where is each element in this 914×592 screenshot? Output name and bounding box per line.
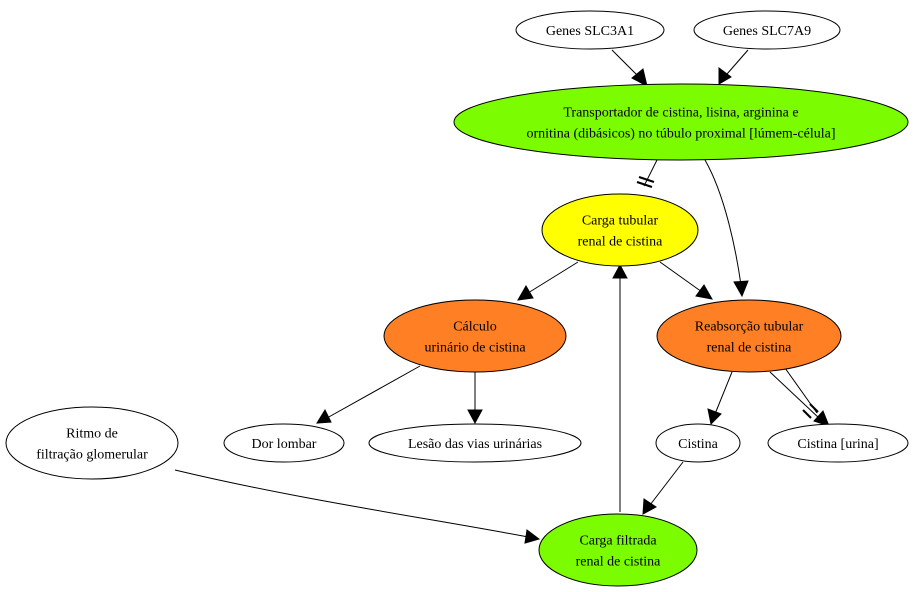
edge-calculo-to-lesao-activates	[467, 372, 483, 425]
node-ellipse	[538, 513, 698, 587]
node-reabsorcao: Reabsorção tubular renal de cistina	[656, 299, 842, 373]
node-ellipse	[656, 299, 842, 373]
node-label: Lesão das vias urinárias	[408, 437, 542, 452]
node-label: renal de cistina	[578, 235, 664, 250]
arrowhead-icon	[467, 409, 483, 425]
node-label: Cálculo	[453, 320, 497, 335]
node-label: renal de cistina	[707, 341, 793, 356]
node-label: Cistina	[678, 437, 718, 452]
edge-reabsorcao-to-cistina-urina-activates	[769, 371, 830, 427]
arrowhead-icon	[733, 280, 749, 298]
node-label: Cistina [urina]	[797, 437, 878, 452]
inhibition-mark-icon	[802, 403, 819, 419]
edge-carga-tubular-to-calculo-activates	[517, 261, 579, 301]
node-ellipse	[541, 193, 699, 267]
node-genes-slc3a1: Genes SLC3A1	[515, 10, 665, 50]
arrowhead-icon	[524, 529, 541, 544]
node-ellipse	[368, 423, 582, 463]
node-ellipse	[383, 299, 567, 373]
edge-reabsorcao-to-cistina-urina-inhibits	[784, 367, 819, 419]
node-carga-tubular: Carga tubular renal de cistina	[541, 193, 699, 267]
node-ellipse	[223, 423, 345, 463]
edge-line	[611, 49, 641, 79]
node-calculo: Cálculo urinário de cistina	[383, 299, 567, 373]
edge-transportador-to-reabsorcao-activates	[704, 159, 749, 298]
edge-line	[714, 371, 733, 415]
edge-line	[174, 469, 529, 538]
edge-line	[726, 49, 749, 75]
node-label: Reabsorção tubular	[695, 320, 804, 335]
arrowhead-icon	[642, 498, 657, 515]
edge-line	[643, 159, 658, 187]
arrowhead-icon	[813, 410, 830, 427]
arrowhead-icon	[695, 284, 713, 300]
arrowhead-icon	[631, 68, 648, 87]
edge-line	[659, 261, 703, 293]
node-label: Carga filtrada	[579, 534, 657, 549]
node-label: Carga tubular	[582, 214, 659, 229]
arrowhead-icon	[517, 285, 534, 301]
node-ellipse	[693, 10, 841, 50]
node-label: Genes SLC3A1	[546, 24, 634, 39]
node-label: filtração glomerular	[36, 448, 148, 463]
edge-carga-tubular-to-reabsorcao-activates	[659, 261, 713, 300]
node-genes-slc7a9: Genes SLC7A9	[693, 10, 841, 50]
arrowhead-icon	[612, 263, 628, 279]
node-ellipse	[453, 83, 909, 161]
node-label: renal de cistina	[576, 555, 662, 570]
node-carga-filtrada: Carga filtrada renal de cistina	[538, 513, 698, 587]
node-lesao: Lesão das vias urinárias	[368, 423, 582, 463]
edge-line	[649, 461, 684, 506]
edge-carga-filtrada-to-carga-tubular-activates	[612, 263, 628, 512]
node-transportador: Transportador de cistina, lisina, argini…	[453, 83, 909, 161]
node-label: Genes SLC7A9	[723, 24, 811, 39]
node-label: Ritmo de	[66, 427, 118, 442]
edge-transportador-to-carga-tubular-inhibits	[636, 159, 658, 188]
node-dor-lombar: Dor lombar	[223, 423, 345, 463]
edge-line	[704, 159, 742, 286]
node-label: Transportador de cistina, lisina, argini…	[563, 106, 798, 121]
inhibition-bar	[809, 403, 819, 413]
node-cistina-urina: Cistina [urina]	[767, 423, 909, 463]
inhibition-bar	[638, 176, 655, 183]
inhibition-bar	[636, 181, 653, 188]
edge-reabsorcao-to-cistina-activates	[707, 371, 733, 426]
node-ellipse	[515, 10, 665, 50]
edge-ritmo-to-carga-filtrada-activates	[174, 469, 541, 544]
edge-line	[326, 365, 421, 419]
arrowhead-icon	[718, 67, 732, 85]
node-ritmo: Ritmo de filtração glomerular	[5, 406, 179, 480]
edge-cistina-to-carga-filtrada-activates	[642, 461, 684, 515]
node-ellipse	[767, 423, 909, 463]
node-label: urinário de cistina	[424, 341, 526, 356]
inhibition-bar	[802, 409, 812, 419]
edge-line	[769, 371, 821, 420]
node-cistina: Cistina	[655, 423, 741, 463]
edges-layer	[174, 49, 830, 544]
edge-calculo-to-dor-lombar-activates	[316, 365, 421, 424]
arrowhead-icon	[316, 408, 332, 424]
edge-genes-slc7a9-to-transportador-activates	[718, 49, 749, 85]
edge-line	[527, 261, 579, 294]
node-ellipse	[5, 406, 179, 480]
edge-genes-slc3a1-to-transportador-activates	[611, 49, 648, 87]
node-label: ornitina (dibásicos) no túbulo proximal …	[526, 127, 835, 142]
inhibition-mark-icon	[636, 176, 655, 188]
node-ellipse	[655, 423, 741, 463]
arrowhead-icon	[707, 408, 722, 426]
node-label: Dor lombar	[252, 437, 317, 452]
